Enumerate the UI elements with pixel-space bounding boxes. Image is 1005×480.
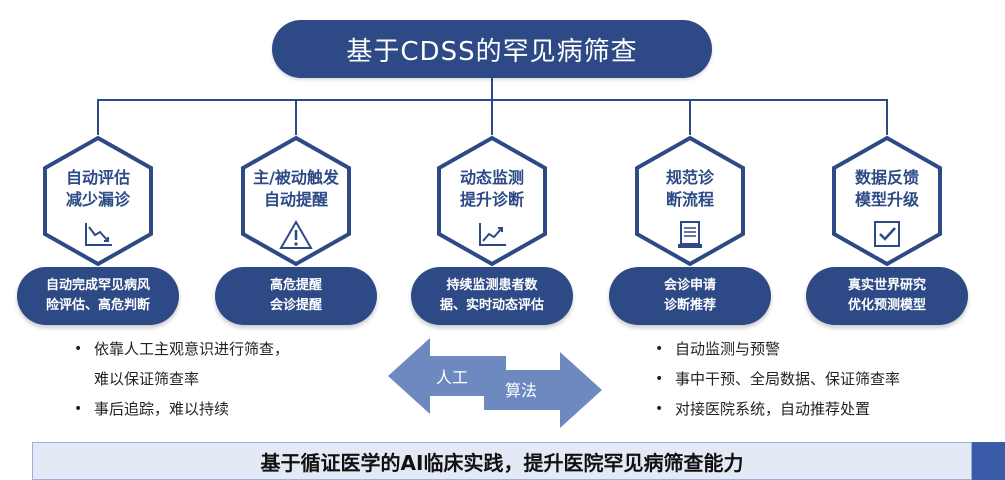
checkbox-icon [874, 221, 900, 247]
warning-icon [279, 219, 313, 249]
branch-connector-1 [97, 99, 99, 135]
hexagon-trigger-remind: 主/被动触发自动提醒 [240, 135, 352, 267]
bullet-item: 对接医院系统，自动推荐处置 [651, 394, 991, 424]
bullet-item: 依靠人工主观意识进行筛查， [70, 334, 390, 364]
manual-label: 人工 [436, 368, 469, 387]
feature-pill-risk-assessment: 自动完成罕见病风 险评估、高危判断 [17, 267, 179, 325]
hexagon-title: 自动评估减少漏诊 [65, 168, 130, 209]
title-connector [491, 78, 493, 100]
bullet-item: 事中干预、全局数据、保证筛查率 [651, 364, 991, 394]
hexagon-title: 动态监测提升诊断 [459, 168, 524, 209]
bullet-item: 自动监测与预警 [651, 334, 991, 364]
trend-up-icon [479, 223, 506, 246]
hexagon-title: 数据反馈模型升级 [854, 168, 919, 209]
algorithm-arrow-right [484, 352, 602, 428]
branch-connector-4 [689, 99, 691, 135]
hexagon-title: 规范诊断流程 [665, 168, 714, 209]
branch-connector-5 [886, 99, 888, 135]
feature-pill-monitoring: 持续监测患者数 据、实时动态评估 [411, 267, 573, 325]
algorithm-label: 算法 [505, 381, 538, 400]
feature-pill-rwe-model: 真实世界研究 优化预测模型 [806, 267, 968, 325]
diagram-title: 基于CDSS的罕见病筛查 [272, 20, 712, 78]
bullet-item: 事后追踪，难以持续 [70, 394, 390, 424]
trend-down-icon [85, 223, 112, 246]
feature-pill-consultation: 会诊申请 诊断推荐 [609, 267, 771, 325]
branch-connector-3 [491, 99, 493, 135]
manual-bullet-list: 依靠人工主观意识进行筛查， 难以保证筛查率 事后追踪，难以持续 [70, 334, 390, 424]
footer-banner: 基于循证医学的AI临床实践，提升医院罕见病筛查能力 [32, 442, 972, 480]
bullet-item-continuation: 难以保证筛查率 [94, 370, 200, 388]
hexagon-data-feedback: 数据反馈模型升级 [831, 135, 943, 267]
hexagon-auto-assess: 自动评估减少漏诊 [42, 135, 154, 267]
document-icon [678, 221, 702, 248]
manual-arrow-left [388, 338, 506, 414]
branch-connector-2 [295, 99, 297, 135]
footer-accent [972, 442, 1005, 480]
algorithm-bullet-list: 自动监测与预警 事中干预、全局数据、保证筛查率 对接医院系统，自动推荐处置 [651, 334, 991, 424]
feature-pill-alerts: 高危提醒 会诊提醒 [215, 267, 377, 325]
hexagon-dynamic-monitor: 动态监测提升诊断 [436, 135, 548, 267]
hexagon-standard-process: 规范诊断流程 [634, 135, 746, 267]
hexagon-title: 主/被动触发自动提醒 [253, 168, 339, 209]
